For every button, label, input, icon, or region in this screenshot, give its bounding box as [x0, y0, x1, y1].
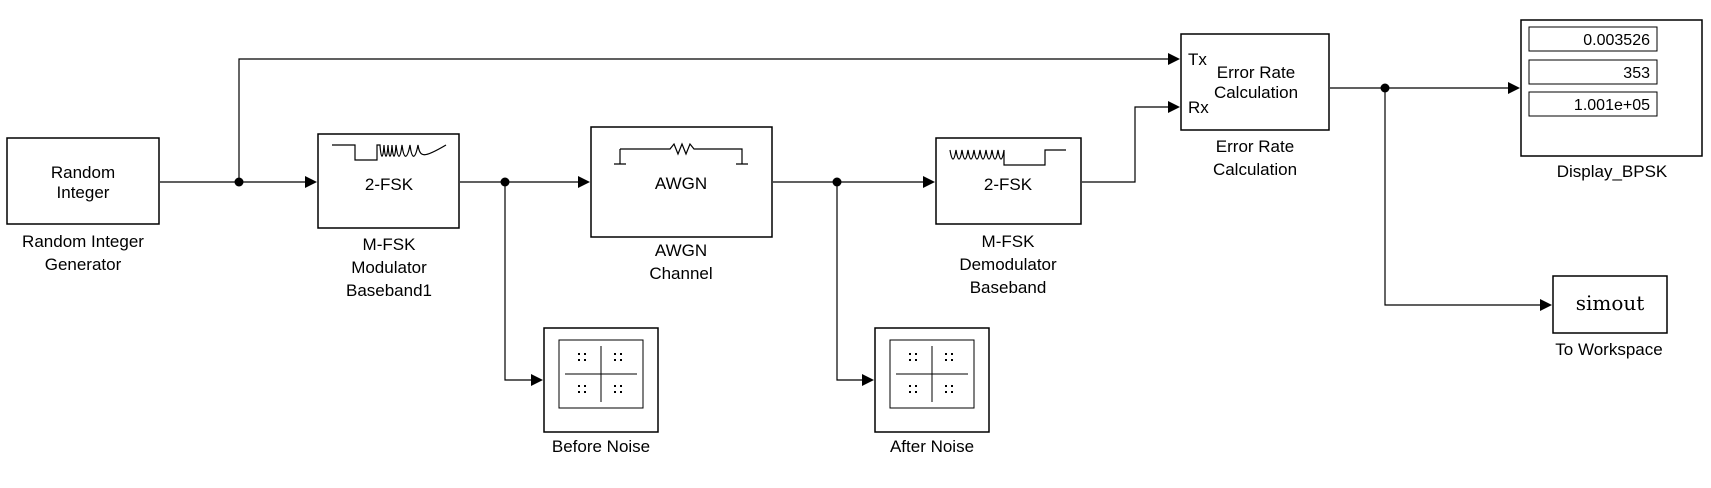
block-label: Display_BPSK [1557, 162, 1668, 181]
block-label: Baseband [970, 278, 1047, 297]
before-noise-scope-block[interactable]: Before Noise [543, 327, 659, 456]
display-field [1528, 59, 1658, 85]
to-workspace-block[interactable]: simout To Workspace [1552, 275, 1668, 359]
after-noise-scope-block[interactable]: After Noise [874, 327, 990, 456]
block-body[interactable] [1552, 275, 1668, 334]
block-label: Channel [649, 264, 712, 283]
block-label: Modulator [351, 258, 427, 277]
block-label: Before Noise [552, 437, 650, 456]
random-integer-generator-block[interactable]: Random Integer Random Integer Generator [6, 137, 160, 274]
block-label: M-FSK [363, 235, 417, 254]
display-field [1528, 26, 1658, 52]
block-label: To Workspace [1555, 340, 1662, 359]
wire-err-to-workspace[interactable] [1384, 88, 1542, 306]
awgn-channel-block[interactable]: AWGN AWGN Channel [590, 126, 773, 283]
arrowhead [1508, 82, 1520, 94]
port-label-rx: Rx [1188, 98, 1209, 117]
block-text: simout [1576, 291, 1645, 315]
port-label-tx: Tx [1188, 50, 1207, 69]
block-label: Baseband1 [346, 281, 432, 300]
branch-point [234, 177, 244, 187]
block-label: Generator [45, 255, 122, 274]
block-text: Error Rate [1217, 63, 1295, 82]
block-text: Integer [57, 183, 110, 202]
block-text: AWGN [655, 174, 707, 193]
arrowheads [305, 53, 1552, 386]
mfsk-modulator-block[interactable]: 2-FSK M-FSK Modulator Baseband1 [317, 133, 460, 300]
block-text: Calculation [1214, 83, 1298, 102]
fsk-waveform-icon [332, 144, 447, 161]
signal-lines [160, 58, 1542, 381]
error-rate-calculation-block[interactable]: Tx Rx Error Rate Calculation Error Rate … [1180, 33, 1330, 179]
block-body[interactable] [6, 137, 160, 225]
block-body[interactable] [1180, 33, 1330, 131]
block-text: 2-FSK [984, 175, 1033, 194]
display-field [1528, 91, 1658, 117]
branch-point [500, 177, 510, 187]
wire-rand-to-tx[interactable] [238, 58, 1170, 182]
display-value: 1.001e+05 [1574, 97, 1650, 114]
arrowhead [305, 176, 317, 188]
display-block[interactable]: 0.003526 353 1.001e+05 Display_BPSK [1520, 19, 1703, 181]
block-label: Calculation [1213, 160, 1297, 179]
fsk-waveform-icon [949, 149, 1066, 166]
block-text: Random [51, 163, 115, 182]
block-label: Random Integer [22, 232, 144, 251]
arrowhead [1540, 299, 1552, 311]
branch-point [832, 177, 842, 187]
scatter-plot-icon [889, 339, 975, 409]
wire-mod-to-before-noise[interactable] [504, 182, 533, 381]
block-text: 2-FSK [365, 175, 414, 194]
arrowhead [923, 176, 935, 188]
display-value: 0.003526 [1583, 32, 1650, 49]
block-label: AWGN [655, 241, 707, 260]
block-label: After Noise [890, 437, 974, 456]
branch-points [234, 83, 1390, 187]
block-label: Demodulator [959, 255, 1057, 274]
arrowhead [1168, 53, 1180, 65]
block-body[interactable] [935, 137, 1082, 225]
display-value: 353 [1623, 65, 1650, 82]
arrowhead [862, 374, 874, 386]
wire-awgn-to-after-noise[interactable] [836, 182, 864, 381]
resistor-channel-icon [614, 142, 748, 165]
branch-point [1380, 83, 1390, 93]
arrowhead [531, 374, 543, 386]
scatter-plot-icon [558, 339, 644, 409]
arrowhead [578, 176, 590, 188]
arrowhead [1168, 101, 1180, 113]
block-label: M-FSK [982, 232, 1036, 251]
mfsk-demodulator-block[interactable]: 2-FSK M-FSK Demodulator Baseband [935, 137, 1082, 297]
block-label: Error Rate [1216, 137, 1294, 156]
wire-demod-to-rx[interactable] [1082, 106, 1170, 183]
